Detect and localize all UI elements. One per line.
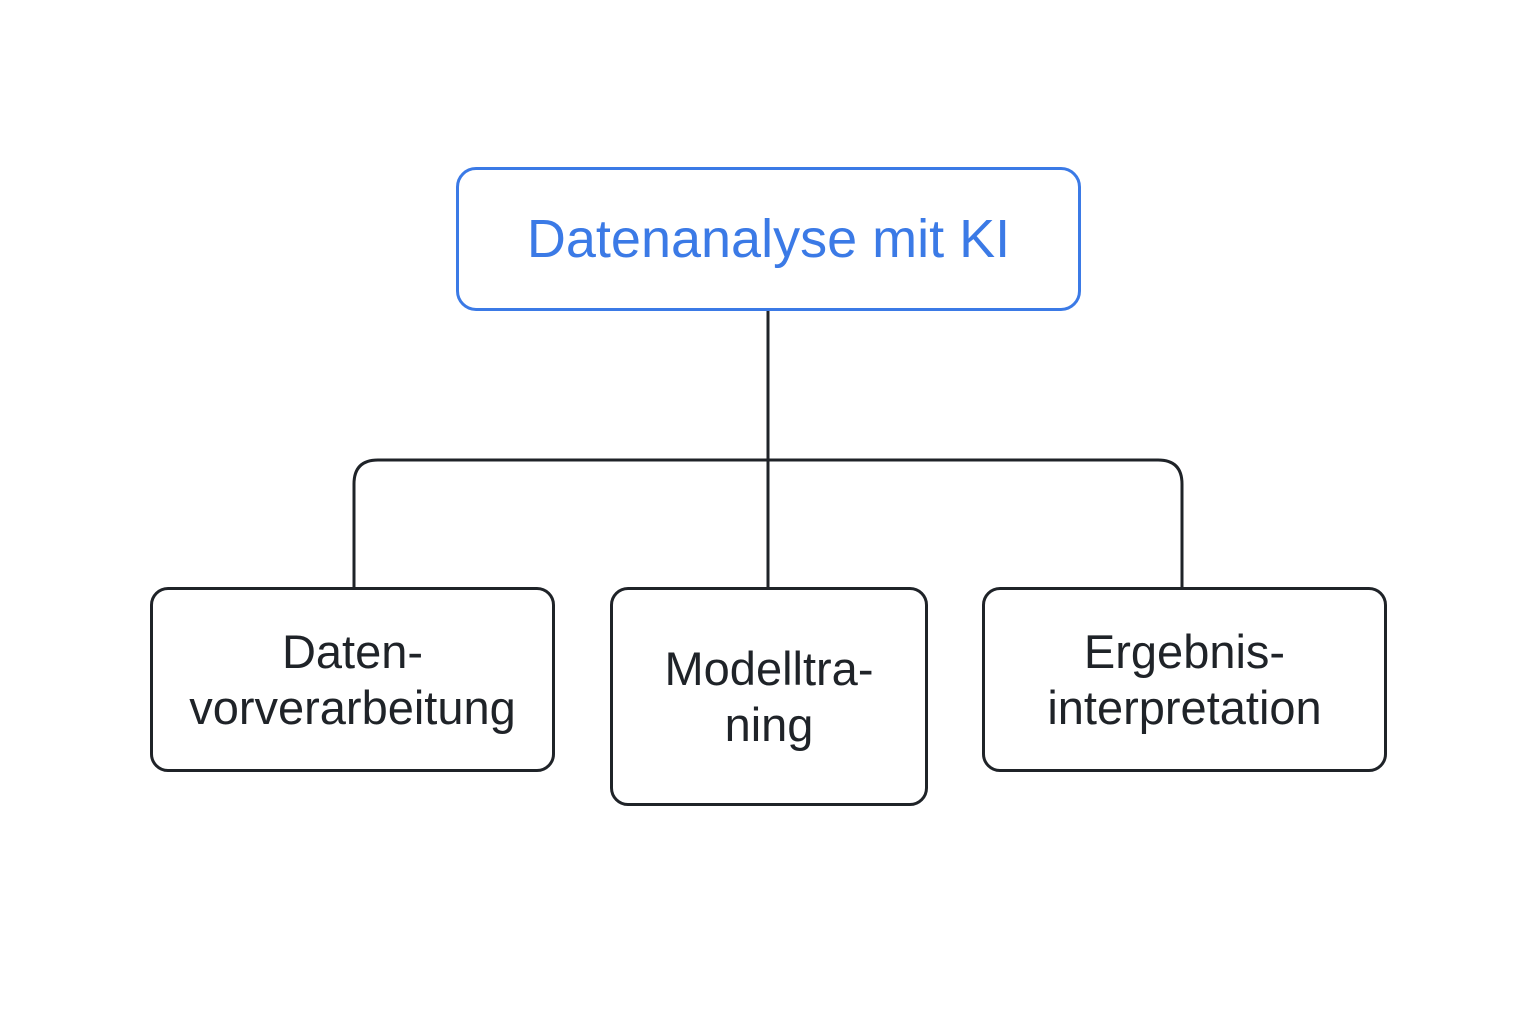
child-node-label-line-1: Daten- <box>281 624 424 678</box>
root-node-label: Datenanalyse mit KI <box>526 209 1011 269</box>
child-node-label: Daten- vorverarbeitung <box>189 624 516 736</box>
child-node-datenvorverarbeitung: Daten- vorverarbeitung <box>150 587 555 772</box>
root-node: Datenanalyse mit KI <box>456 167 1081 311</box>
child-node-modelltraining: Modelltra- ning <box>610 587 928 806</box>
child-node-label-line-2: interpretation <box>1047 680 1322 734</box>
child-node-label-line-1: Ergebnis- <box>1083 624 1286 678</box>
child-node-label: Modelltra- ning <box>665 641 874 753</box>
child-node-label-line-1: Modelltra- <box>664 641 874 695</box>
child-node-label-line-2: vorverarbeitung <box>189 680 516 734</box>
child-node-ergebnisinterpretation: Ergebnis- interpretation <box>982 587 1387 772</box>
child-node-label: Ergebnis- interpretation <box>1047 624 1321 736</box>
child-node-label-line-2: ning <box>724 697 814 751</box>
